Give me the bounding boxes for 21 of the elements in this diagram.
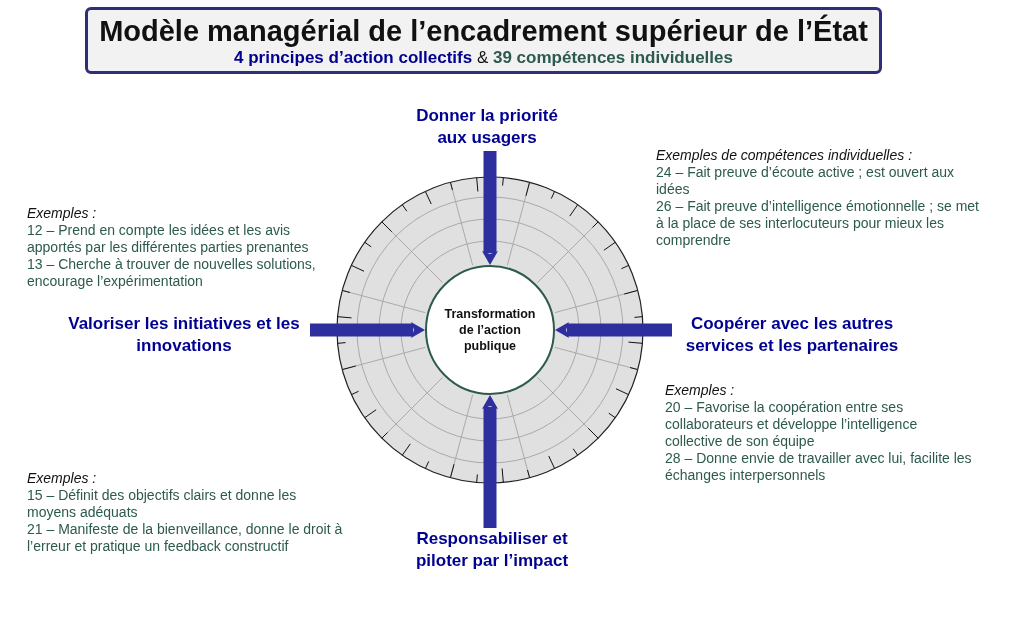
principle-label: Coopérer avec les autres services et les partenaires xyxy=(672,313,912,359)
examples-heading: Exemples : xyxy=(27,470,98,487)
subtitle-ampersand: & xyxy=(476,48,489,67)
competency-item: 12 – Prend en compte les idées et les avis apportés par les différentes parties prenantes xyxy=(27,222,310,256)
examples-heading: Exemples de compétences individuelles : xyxy=(656,147,914,164)
title-banner xyxy=(85,7,882,74)
principle-label: Responsabiliser et piloter par l’impact xyxy=(392,528,592,574)
competency-item: 28 – Donne envie de travailler avec lui, facilite les échanges interpersonnels xyxy=(665,450,973,484)
competency-item: 26 – Fait preuve d’intelligence émotionnelle ; se met à la place de ses interlocuteurs pour mieux les comprendre xyxy=(656,198,980,249)
diagram-title: Modèle managérial de l’encadrement supérieur de l’État xyxy=(99,14,868,48)
subtitle-competencies: 39 compétences individuelles xyxy=(492,48,733,67)
principle-label: Donner la priorité aux usagers xyxy=(402,105,572,151)
competency-item: 13 – Cherche à trouver de nouvelles solutions, encourage l’expérimentation xyxy=(27,256,317,290)
subtitle-principles: 4 principes d’action collectifs xyxy=(234,48,473,67)
competency-item: 15 – Définit des objectifs clairs et donne les moyens adéquats xyxy=(27,487,298,521)
competency-item: 24 – Fait preuve d’écoute active ; est ouvert aux idées xyxy=(656,164,956,198)
examples-heading: Exemples : xyxy=(665,382,736,399)
examples-heading: Exemples : xyxy=(27,205,98,222)
competency-item: 21 – Manifeste de la bienveillance, donne le droit à l’erreur et pratique un feedback constructif xyxy=(27,521,344,555)
principle-label: Valoriser les initiatives et les innovations xyxy=(58,313,310,359)
competency-item: 20 – Favorise la coopération entre ses collaborateurs et développe l’intelligence collective de son équipe xyxy=(665,399,919,450)
